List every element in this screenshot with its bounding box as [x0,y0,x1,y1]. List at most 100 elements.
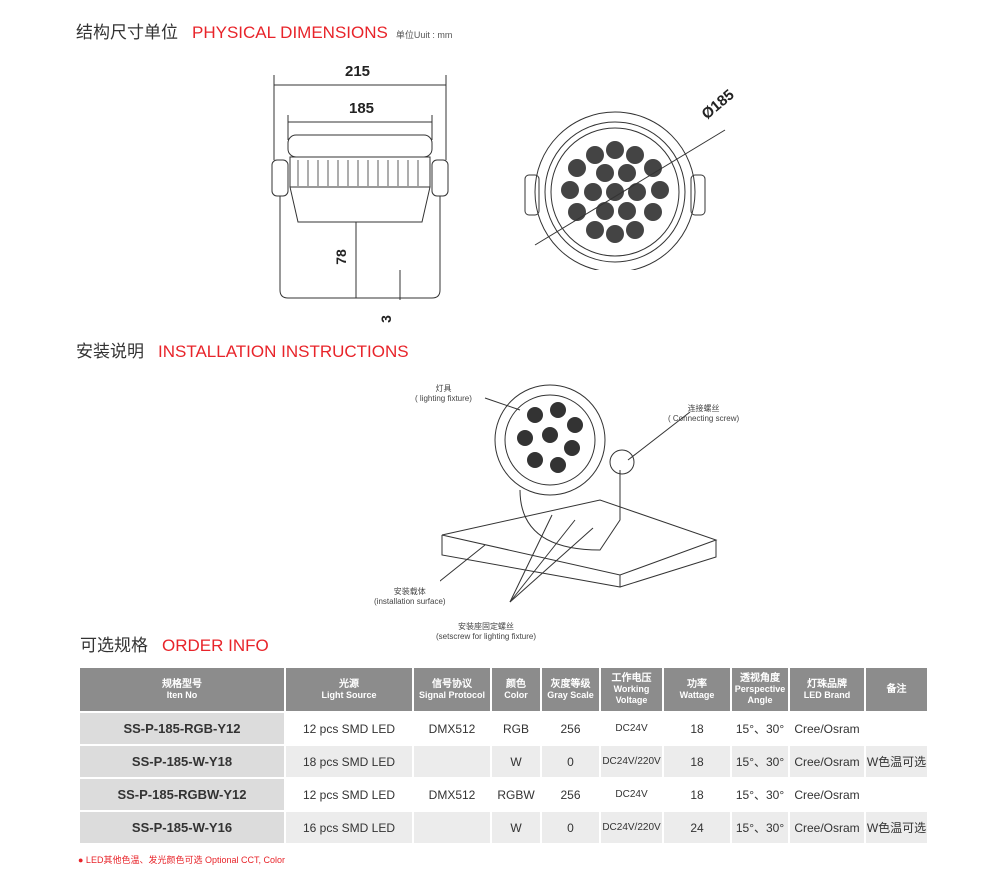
header-cn: 备注 [886,684,907,695]
header-cn: 功率 [687,678,707,690]
table-cell: 18 [664,744,730,777]
table-cell: DC24V [601,711,662,744]
installation-illustration [440,384,718,603]
table-cell: 15°、30° [732,777,788,810]
dimensions-title: 结构尺寸单位 PHYSICAL DIMENSIONS 单位Uuit : mm [76,18,452,43]
table-cell: 12 pcs SMD LED [286,711,412,744]
label-en: (setscrew for lighting fixture) [436,632,537,641]
title-cn: 安装说明 [76,342,144,361]
order-title: 可选规格 ORDER INFO [80,631,269,656]
header-cn: 工作电压 [611,673,652,684]
table-cell: 15°、30° [732,744,788,777]
table-cell: SS-P-185-W-Y18 [80,744,284,777]
header-en: Signal Protocol [418,689,485,700]
label-en: ( lighting fixture) [415,394,472,403]
header-en: Color [504,689,528,700]
label-lighting-fixture: 灯具( lighting fixture) [415,384,472,404]
table-cell: 15°、30° [732,810,788,843]
title-en: INSTALLATION INSTRUCTIONS [158,342,409,361]
unit-label: 单位Uuit : mm [395,30,453,40]
table-cell: DC24V [601,777,662,810]
table-cell: DC24V/220V [601,744,662,777]
table-cell: W [492,810,540,843]
table-cell: 18 [664,711,730,744]
table-cell: 256 [542,711,599,744]
header-cn: 透视角度 [740,673,780,684]
header-cn: 光源 [339,678,359,690]
table-cell: 0 [542,810,599,843]
table-cell: 18 [664,777,730,810]
header-en: Working Voltage [613,684,650,705]
title-cn: 结构尺寸单位 [76,23,178,42]
table-cell: W色温可选 [866,744,927,777]
table-cell [866,711,927,744]
table-cell [414,810,490,843]
table-cell: W [492,744,540,777]
table-cell: SS-P-185-RGBW-Y12 [80,777,284,810]
label-en: (installation surface) [374,597,446,606]
header-cn: 颜色 [506,678,526,690]
label-en: ( Connecting screw) [668,414,740,423]
header-en: Light Source [321,689,377,700]
table-cell: DMX512 [414,711,490,744]
dim-width-total: 215 [345,63,371,80]
header-cn: 灯珠品牌 [807,678,847,690]
table-cell: W色温可选 [866,810,927,843]
table-cell: Cree/Osram [790,711,864,744]
table-cell: SS-P-185-RGB-Y12 [80,711,284,744]
table-cell [866,777,927,810]
title-en: PHYSICAL DIMENSIONS [192,23,388,42]
table-cell [414,744,490,777]
header-en: LED Brand [803,689,851,700]
title-en: ORDER INFO [162,636,269,655]
label-cn: 安装载体 [393,587,426,596]
table-cell: 12 pcs SMD LED [286,777,412,810]
table-cell: DMX512 [414,777,490,810]
label-cn: 安装座固定螺丝 [458,622,515,631]
header-cn: 信号协议 [432,678,472,690]
title-cn: 可选规格 [80,636,148,655]
header-cn: 规格型号 [162,678,202,690]
header-en: Wattage [679,689,715,700]
table-cell: RGBW [492,777,540,810]
dim-height: 78 [332,249,349,265]
column-header: 备注 [866,668,927,711]
dim-gap: 3 [377,315,394,323]
header-cn: 灰度等级 [550,678,591,690]
table-cell: Cree/Osram [790,777,864,810]
side-view-drawing [271,75,449,300]
header-en: Perspective Angle [734,684,786,705]
label-installation-surface: 安装载体(installation surface) [374,587,446,607]
table-cell: 24 [664,810,730,843]
table-cell: SS-P-185-W-Y16 [80,810,284,843]
dim-width-inner: 185 [349,100,375,117]
table-cell: 0 [542,744,599,777]
table-cell: 16 pcs SMD LED [286,810,412,843]
front-view-drawing [524,111,726,270]
table-cell: 256 [542,777,599,810]
label-setscrew: 安装座固定螺丝(setscrew for lighting fixture) [436,622,536,642]
table-cell: 18 pcs SMD LED [286,744,412,777]
header-en: Iten No [166,689,198,700]
label-cn: 连接螺丝 [687,404,720,413]
header-en: Gray Scale [547,689,594,700]
installation-title: 安装说明 INSTALLATION INSTRUCTIONS [76,337,409,362]
table-cell: Cree/Osram [790,810,864,843]
table-cell: 15°、30° [732,711,788,744]
table-cell: Cree/Osram [790,744,864,777]
label-cn: 灯具 [435,384,452,393]
